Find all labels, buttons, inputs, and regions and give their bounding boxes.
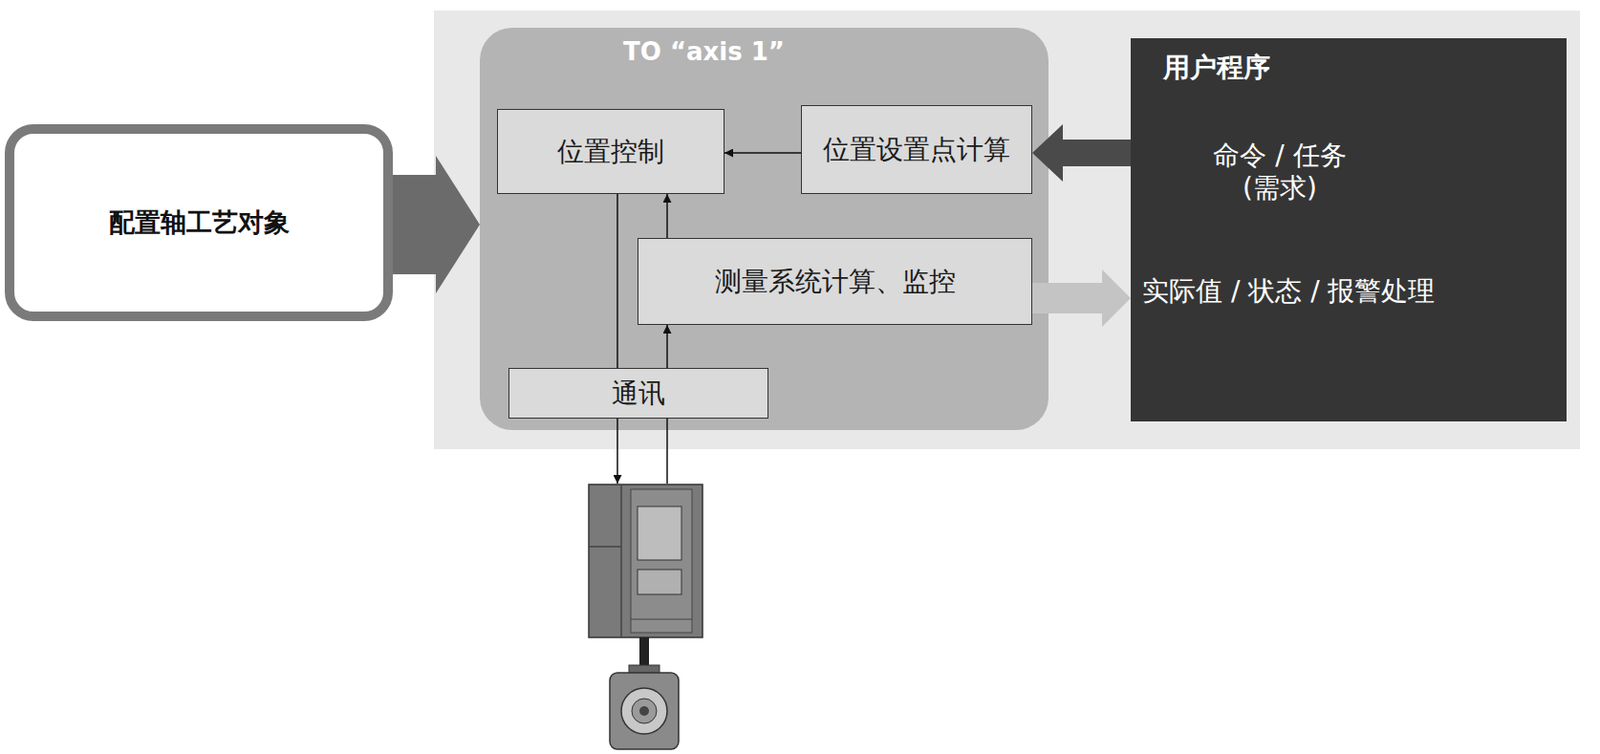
motor-face [621,688,668,735]
signal-arrow [666,324,669,368]
panel-title: 用户程序 [1163,51,1271,85]
signal-arrow [724,151,801,154]
signal-arrow [666,194,669,238]
box-label: 配置轴工艺对象 [108,207,290,238]
drive-body [588,545,622,548]
signal-wire [666,418,669,484]
technology-object-panel: 位置控制 位置设置点计算测量系统计算、监控通讯 TO “axis 1” [479,27,1049,431]
config-box: 配置轴工艺对象 [4,124,393,322]
block-arrow [1032,269,1131,327]
panel-title: TO “axis 1” [623,37,785,67]
box-label: 通讯 [604,377,673,411]
block-arrow [392,155,480,294]
motor-shaft [639,706,649,716]
drive-front [630,619,692,621]
user-program-panel: 用户程序命令 / 任务 (需求) 实际值 / 状态 / 报警处理 [1130,38,1567,422]
drive-body [588,484,703,638]
box-label: 位置设置点计算 [815,133,1018,167]
process-box: 位置设置点计算 [800,105,1033,195]
panel-text: 命令 / 任务 (需求) [1193,139,1366,204]
background-panel [433,10,1580,450]
drive-front [630,489,692,633]
motor-flange [628,665,660,675]
motor-cable [639,637,649,670]
process-box: 测量系统计算、监控 [637,237,1033,325]
drive-body [620,484,623,638]
panel-text: 实际值 / 状态 / 报警处理 [1142,275,1435,308]
box-label: 位置控制 [549,135,672,169]
servo-motor [609,672,679,750]
signal-wire [616,418,619,484]
drive-display [637,506,682,561]
drive-panel [637,569,682,595]
signal-arrow [616,194,619,368]
block-arrow [1032,124,1131,182]
motor-shaft [631,698,657,724]
process-box: 通讯 [508,367,769,419]
box-label: 测量系统计算、监控 [707,265,964,299]
process-box: 位置控制 [497,108,725,195]
